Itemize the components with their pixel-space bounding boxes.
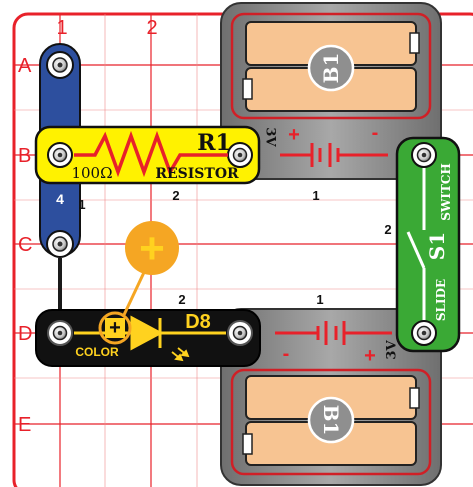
switch-left-text: SLIDE (434, 279, 448, 321)
grid-row-label-d: D (18, 323, 32, 345)
battery-top-label: B1 (319, 53, 343, 84)
led-ref: D8 (185, 311, 211, 333)
grid-col-label-2: 2 (146, 17, 157, 39)
slide-switch-s1: S1 SLIDE SWITCH (395, 136, 461, 353)
pin-label: 1 (78, 197, 85, 212)
light-rays-icon (171, 347, 190, 362)
resistor-symbol (74, 130, 228, 178)
grid-row-label-e: E (18, 414, 31, 436)
led-color-text: COLOR (75, 345, 119, 359)
battery-bottom-voltage: 3V (385, 340, 400, 360)
grid-row-label-a: A (18, 55, 32, 77)
snap-connector (47, 142, 73, 168)
resistor-r1: R1 100Ω RESISTOR (34, 125, 261, 185)
snap-connector (47, 320, 73, 346)
battery-label-badge (307, 44, 355, 92)
pin-label: 1 (312, 188, 319, 203)
battery-holder-top: B1 3V + - (220, 2, 442, 180)
callout-leader (121, 265, 149, 318)
resistor-ref: R1 (197, 130, 231, 156)
battery-top-plus: + (288, 124, 300, 146)
pin-label: 2 (178, 292, 185, 307)
led-polarity: + (109, 317, 121, 339)
battery-top-minus: - (372, 122, 379, 144)
callout-plus-icon: + (139, 224, 165, 273)
switch-symbol (406, 168, 426, 320)
resistor-body (34, 125, 261, 185)
callout-badge (125, 221, 179, 275)
battery-label-badge (307, 396, 355, 444)
pin-label: 1 (316, 292, 323, 307)
led-symbol (74, 315, 226, 351)
resistor-name: RESISTOR (155, 166, 239, 182)
pin-label: 2 (172, 188, 179, 203)
snap-connector (227, 142, 253, 168)
resistor-value: 100Ω (71, 164, 112, 182)
switch-ref: S1 (425, 232, 449, 260)
led-polarity-box (105, 318, 125, 338)
battery-bottom-label: B1 (319, 405, 343, 436)
snap-connector (411, 142, 437, 168)
snap-connector (46, 230, 74, 258)
switch-right-text: SWITCH (439, 163, 453, 221)
polarity-callout: + (98, 221, 179, 345)
battery-bottom-minus: - (283, 343, 290, 365)
battery-holder-bottom: B1 3V - + (220, 308, 442, 486)
grid-row-label-c: C (18, 234, 32, 256)
snap-connector (411, 320, 437, 346)
callout-ring (98, 311, 132, 345)
battery-symbol (275, 321, 392, 345)
switch-body (395, 136, 461, 353)
grid-col-label-1: 1 (56, 17, 67, 39)
battery-bottom-plus: + (364, 345, 376, 367)
color-led-d8: + D8 COLOR (35, 309, 261, 367)
pin-label: 2 (384, 222, 391, 237)
battery-top-voltage: 3V (263, 127, 278, 147)
snap-connector (46, 51, 74, 79)
grid-row-label-b: B (18, 145, 31, 167)
blue-wire-label: 4 (56, 191, 64, 207)
snap-connector (227, 320, 253, 346)
battery-symbol (280, 143, 388, 167)
